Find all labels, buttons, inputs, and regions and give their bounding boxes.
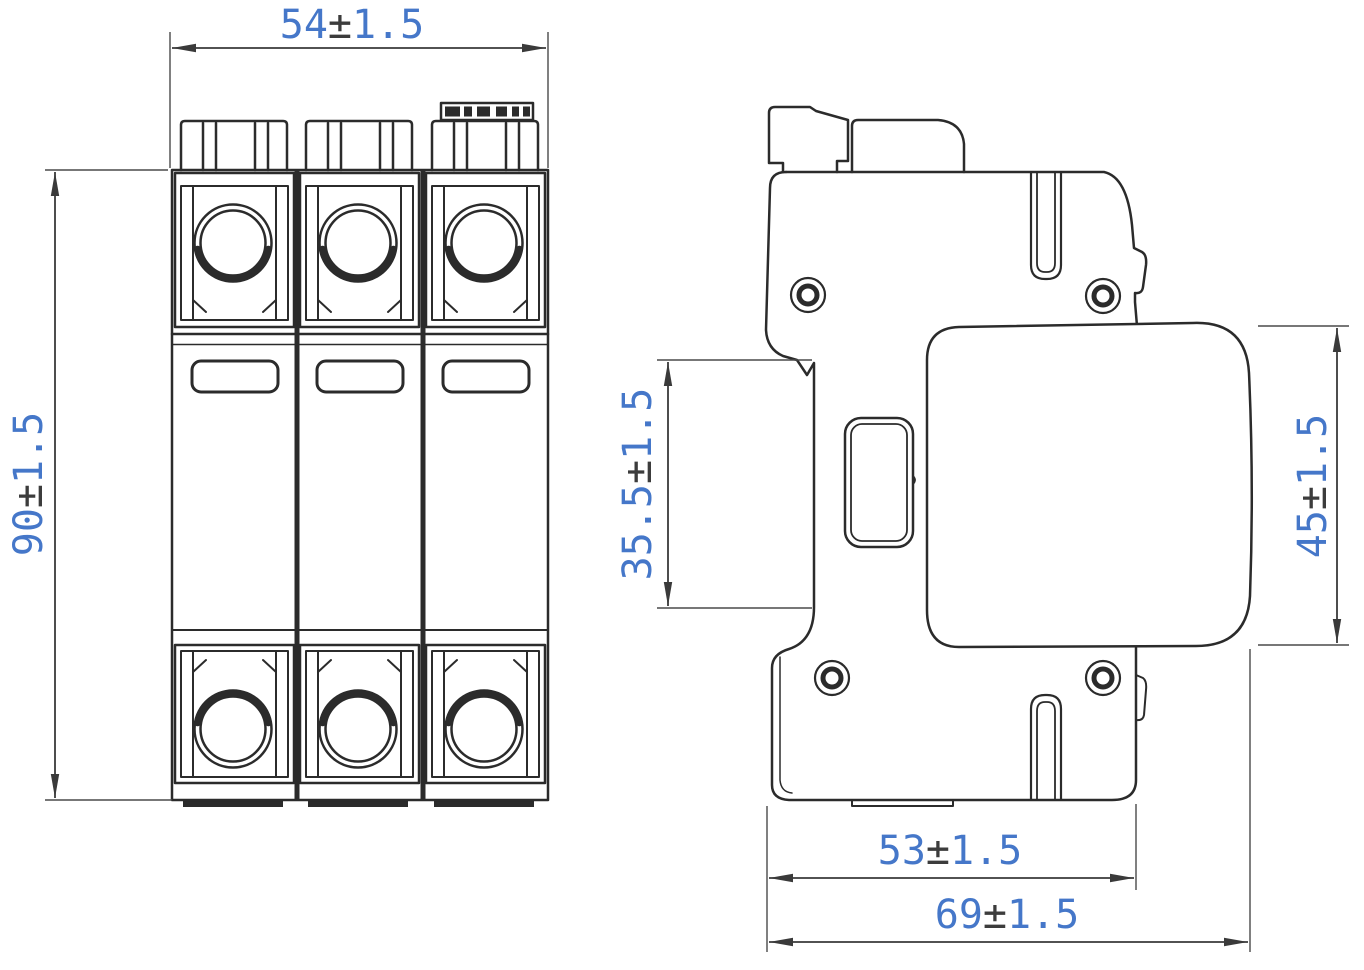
side-rail-opening (843, 416, 916, 549)
side-foot-strip (851, 799, 954, 807)
side-lower-tab (1135, 674, 1148, 722)
dimension-label-rail-recess: 35.5±1.5 (615, 388, 661, 581)
side-top-slot (1029, 171, 1063, 281)
module-divider-2 (420, 170, 426, 800)
module-divider-1 (294, 170, 300, 800)
rivet-top-left (789, 276, 827, 314)
dimension-rail-recess: 35.5±1.5 (615, 359, 812, 609)
front-module-2 (300, 121, 419, 807)
side-terminal-block (767, 105, 850, 174)
dimension-label-base-depth: 53±1.5 (878, 828, 1023, 874)
side-base-outline (764, 170, 1138, 802)
dimension-label-front-width: 54±1.5 (280, 2, 425, 48)
dimension-label-front-height: 90±1.5 (6, 412, 52, 557)
dimension-base-depth: 53±1.5 (766, 804, 1137, 952)
dimension-label-module-height: 45±1.5 (1290, 414, 1336, 559)
front-enclosure-outline (170, 168, 550, 802)
dimensions: 54±1.5 90±1.5 35.5±1.5 45±1.5 53±1.5 (6, 2, 1349, 952)
rivet-bottom-left (813, 659, 851, 697)
rivet-top-right (1084, 277, 1122, 315)
side-top-hump (850, 118, 966, 174)
dimension-front-width: 54±1.5 (169, 2, 549, 168)
signal-terminal-strip (439, 101, 535, 122)
front-module-3 (426, 121, 545, 807)
side-bottom-slot (1029, 693, 1063, 801)
front-view (170, 101, 550, 807)
side-base-top-edge (784, 170, 1148, 328)
dimension-module-height: 45±1.5 (1258, 325, 1349, 646)
front-module-1 (175, 121, 294, 807)
dimension-label-total-depth: 69±1.5 (935, 892, 1080, 938)
side-plug-module (925, 321, 1254, 649)
dimension-total-depth: 69±1.5 (769, 649, 1251, 952)
dimension-front-height: 90±1.5 (6, 169, 172, 801)
rivet-bottom-right (1084, 659, 1122, 697)
side-view (764, 105, 1254, 807)
